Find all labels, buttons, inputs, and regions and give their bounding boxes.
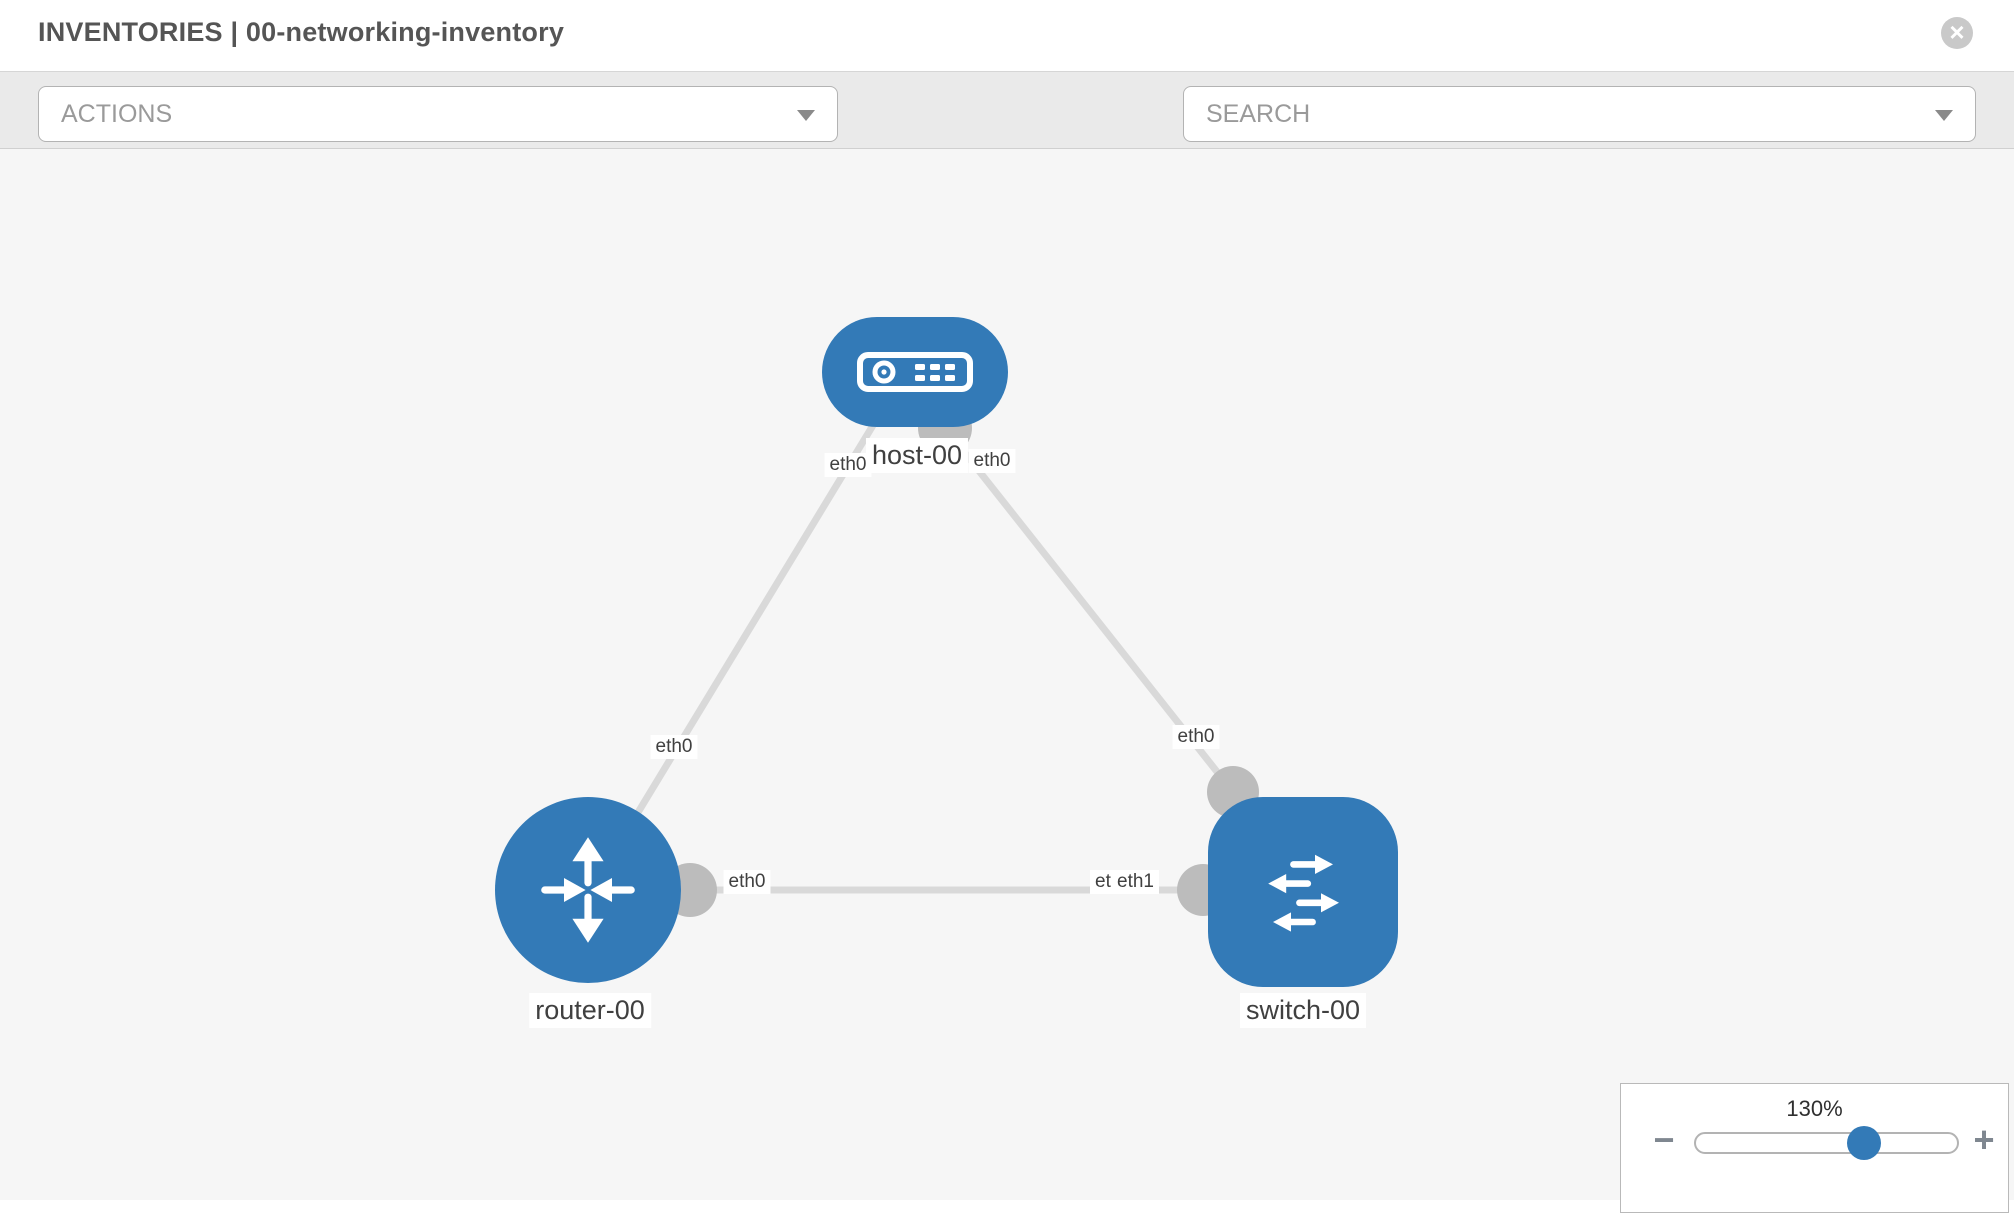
zoom-panel: 130% − + [1620,1083,2009,1213]
actions-dropdown[interactable]: ACTIONS [38,86,838,142]
node-label-switch: switch-00 [1239,993,1367,1028]
zoom-slider-handle[interactable] [1847,1126,1881,1160]
router-icon [541,837,635,943]
iface-label-switch-eth0-top: eth0 [1172,725,1220,749]
link-host-router[interactable] [597,420,878,877]
node-router-00[interactable] [495,797,681,983]
page-title: INVENTORIES | 00-networking-inventory [38,17,565,47]
search-dropdown[interactable]: SEARCH [1183,86,1976,142]
iface-label-router-eth0-top: eth0 [650,735,698,759]
chevron-down-icon [797,110,815,121]
iface-label-host-eth0-right: eth0 [968,449,1016,473]
zoom-level-value: 130% [1786,1096,1843,1121]
node-label-router: router-00 [529,993,651,1028]
switch-icon [1268,854,1339,932]
node-host-00[interactable] [822,317,1008,427]
actions-dropdown-label: ACTIONS [61,99,173,128]
iface-label-switch-eth1: eth1 [1112,870,1159,894]
topology-canvas[interactable]: host-00 router-00 switch-00 eth0 eth0 et… [0,149,2014,1213]
zoom-in-button[interactable]: + [1973,1119,1995,1160]
zoom-out-button[interactable]: − [1653,1119,1675,1160]
zoom-slider-track[interactable] [1694,1132,1959,1154]
close-icon[interactable]: × [1941,17,1973,49]
node-label-host: host-00 [865,438,969,473]
node-switch-00[interactable] [1208,797,1398,987]
chevron-down-icon [1935,110,1953,121]
host-device-icon [857,352,973,392]
search-dropdown-label: SEARCH [1206,99,1311,128]
topology-links [590,420,1303,894]
toolbar: ACTIONS SEARCH [0,71,2014,205]
iface-label-host-eth0-left: eth0 [824,453,872,477]
header: INVENTORIES | 00-networking-inventory × [0,0,2014,71]
iface-label-router-eth0-right: eth0 [723,870,771,894]
